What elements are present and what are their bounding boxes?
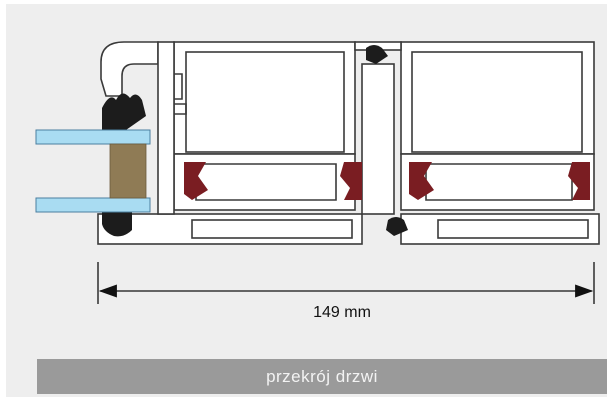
bottom-gasket [102, 212, 132, 237]
gaskets [102, 45, 408, 237]
right-base [400, 213, 600, 245]
thermal-break-2 [340, 162, 362, 200]
glazing-bead [100, 41, 159, 97]
glazing-unit [35, 129, 151, 213]
thermal-break-3 [409, 162, 434, 200]
left-base [97, 213, 363, 245]
thermal-breaks [184, 162, 590, 200]
dimension-label: 149 mm [313, 304, 371, 321]
diagram-panel: 149 mm przekrój drzwi [6, 4, 607, 397]
glass-pane-bottom [35, 197, 151, 213]
left-chamber-top [173, 41, 356, 155]
thermal-break-1 [184, 162, 208, 200]
caption-text: przekrój drzwi [266, 366, 378, 386]
door-cross-section-diagram: 149 mm [35, 41, 600, 321]
thermal-break-4 [568, 162, 590, 200]
right-chamber-top [400, 41, 595, 155]
right-profile [354, 41, 600, 245]
mullion-gasket-bottom [386, 217, 408, 236]
dimension-line: 149 mm [97, 262, 595, 321]
top-gasket [102, 93, 146, 132]
mullion-gasket-top [366, 45, 388, 64]
glass-pane-top [35, 129, 151, 145]
glass-spacer [110, 144, 146, 198]
caption-bar: przekrój drzwi [37, 359, 607, 394]
